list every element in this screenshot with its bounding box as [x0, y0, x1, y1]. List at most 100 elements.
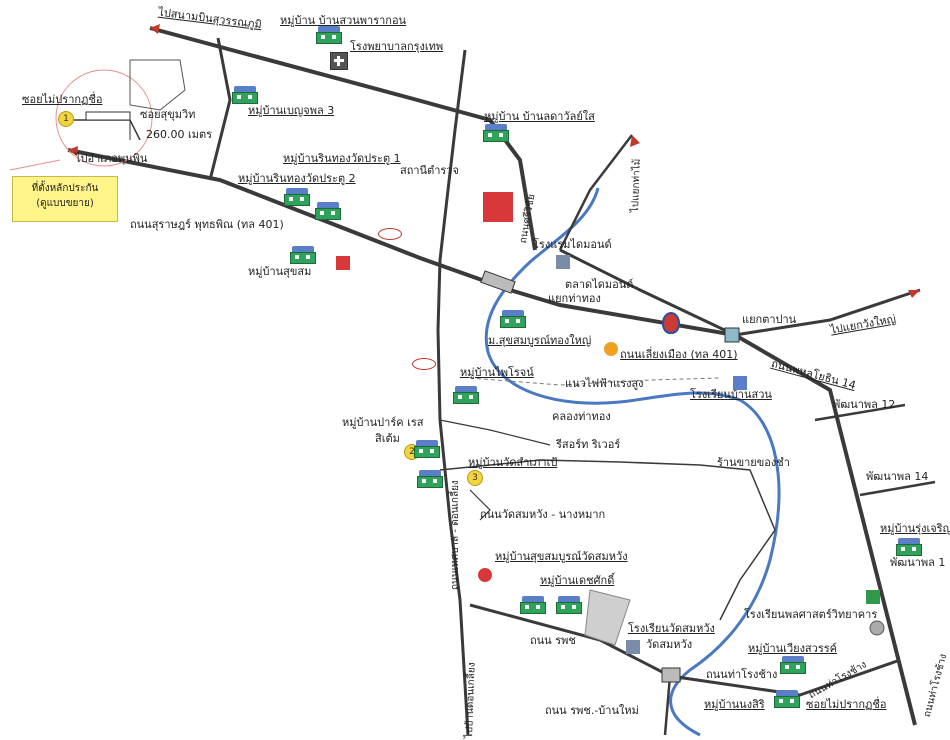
zoom-circle: [55, 69, 153, 167]
label-distance: 260.00 เมตร: [146, 128, 213, 141]
label-market: ตลาดไดมอนด์: [565, 278, 634, 291]
label-hospital-thayai: ม.สุขสมบูรณ์ทองใหญ่: [488, 334, 592, 347]
road-tha-khong-north: [558, 134, 633, 251]
label-road-rpc-ban-mai: ถนน รพช.-บ้านใหม่: [545, 704, 639, 717]
label-village-wiangsuan: หมู่บ้านเวียงสวรรค์: [748, 642, 837, 655]
label-to-tha-chang: ไปแยกท่าไม้: [629, 158, 643, 213]
village-icon: [500, 310, 526, 328]
label-police-station: สถานีตำรวจ: [400, 164, 459, 177]
label-phatthana-14: พัฒนาพล 14: [866, 470, 929, 483]
label-village-rungcharoen: หมู่บ้านรุ่งเจริญ: [880, 522, 950, 535]
village-icon: [290, 246, 316, 264]
label-bottom-vert: ไปบ้านดอนเกลี้ยง: [463, 662, 478, 739]
label-road-bottom: ถนน รพช: [530, 634, 576, 647]
label-village-park: หมู่บ้านปาร์ค เรส: [342, 416, 424, 429]
parcel-rail: [85, 111, 131, 121]
label-village-wat-samrong: หมู่บ้านวัดสำเภาเป้: [468, 456, 558, 469]
label-school-bansuan: โรงเรียนบ้านสวน: [690, 388, 772, 401]
legend-text: ที่ตั้งหลักประกัน (ดูแบบขยาย): [31, 183, 99, 209]
road-thin-2: [469, 489, 491, 521]
hotel-building-icon: [556, 255, 570, 269]
label-road-laeng: ถนนเลี่ยงเมือง (ทล 401): [620, 348, 738, 361]
marker-number: 3: [472, 473, 478, 483]
label-soi-unnamed-bottom: ซอยไม่ปรากฏชื่อ: [806, 698, 887, 711]
village-icon: [774, 690, 800, 708]
marker-number: 1: [63, 114, 69, 124]
village-icon: [556, 596, 582, 614]
label-village-rin-1: หมู่บ้านรินทองวัดประตู 1: [283, 152, 401, 165]
label-village-sukkhasem: หมู่บ้านสุขสม: [248, 265, 312, 278]
label-road-surat: ถนนสุราษฎร์ พุทธพิณ (ทล 401): [130, 218, 284, 231]
label-shop: ร้านขายของชำ: [717, 456, 790, 469]
esso-logo-icon: [412, 358, 436, 370]
collateral-marker-3[interactable]: 3: [467, 470, 483, 486]
label-school-wat-samrong: โรงเรียนวัดสมหวัง: [628, 622, 715, 635]
school-icon: [733, 376, 747, 390]
river: [484, 187, 781, 737]
village-icon: [417, 470, 443, 488]
label-intersection: แยกท่าทอง: [548, 292, 601, 305]
intersection-south: [661, 667, 681, 683]
arrow-west: [68, 146, 78, 156]
village-icon: [414, 440, 440, 458]
intersection-tha-khong: [480, 270, 516, 294]
label-power-line: แนวไฟฟ้าแรงสูง: [565, 377, 644, 390]
school-building: [584, 589, 631, 646]
label-village-nongchai: หมู่บ้านไพโรจน์: [460, 366, 534, 379]
hotel-red-icon: [336, 256, 350, 270]
village-icon: [232, 86, 258, 104]
village-icon: [284, 188, 310, 206]
label-road-wat: ถนนวัดสมหวัง - นางหมาก: [480, 508, 606, 521]
label-school-tham: โรงเรียนพลศาสตร์วิทยาคาร: [744, 608, 878, 621]
label-village-benjapol: หมู่บ้านเบญจพล 3: [248, 104, 335, 117]
arrow-north-west: [150, 24, 160, 34]
label-village-suan-phayu: หมู่บ้าน บ้านสวนพารากอน: [280, 14, 407, 27]
village-icon: [483, 124, 509, 142]
road-phahol-12: [814, 403, 906, 422]
label-village-dechsak: หมู่บ้านเดชศักดิ์: [540, 574, 615, 587]
road-connector-west: [208, 37, 232, 181]
label-phatthana-bottom: พัฒนาพล 1: [890, 556, 946, 569]
zoom-leader: [9, 159, 61, 171]
red-dot-icon: [478, 568, 492, 582]
marker-number: 2: [409, 447, 415, 457]
legend-box: ที่ตั้งหลักประกัน (ดูแบบขยาย): [12, 176, 118, 222]
label-road-bottom2: ถนนท่าโรงช้าง: [706, 668, 778, 681]
lotus-store-logo-icon: [483, 192, 513, 222]
label-hotel: โรงแรมไดมอนด์: [533, 238, 612, 251]
village-icon: [780, 656, 806, 674]
label-village-lalin: หมู่บ้าน บ้านลดาวัลย์ใส: [484, 110, 595, 123]
pump-icon: [604, 342, 618, 356]
road-phahol-14: [859, 480, 936, 497]
village-icon: [315, 202, 341, 220]
label-hospital-bangkok: โรงพยาบาลกรุงเทพ: [350, 40, 444, 53]
road-bottom-down: [663, 675, 672, 736]
village-icon: [316, 26, 342, 44]
village-icon: [520, 596, 546, 614]
landmark-circle: [869, 620, 885, 636]
village-icon: [896, 538, 922, 556]
label-to-amphoe: ไปอำเภอพุนพิน: [75, 152, 148, 165]
ptt-gas-station-icon: [662, 312, 680, 334]
label-soi-sukhumvit: ซอยสุขุมวิท: [140, 108, 196, 121]
road-east2: [734, 288, 921, 337]
label-ajarn-pan: แยกตาปาน: [742, 313, 797, 326]
village-icon: [453, 386, 479, 404]
parcel-outline: [129, 59, 186, 111]
intersection-ajarn-pan: [724, 327, 740, 343]
label-road-phatthana: พัฒนาพล 12: [833, 398, 896, 411]
arrow-north-east: [630, 135, 640, 147]
label-village-nongsiri: หมู่บ้านนงสิริ: [704, 698, 765, 711]
collateral-marker-1[interactable]: 1: [58, 111, 74, 127]
label-village-park2: สิเต้ม: [375, 432, 400, 445]
label-soi-unnamed-top: ซอยไม่ปรากฏชื่อ: [22, 93, 103, 106]
road-thin-1: [439, 419, 551, 446]
nissan-logo-icon: [378, 228, 402, 240]
road-north: [149, 26, 537, 251]
label-village-sukson: หมู่บ้านสุขสมบูรณ์วัดสมหวัง: [495, 550, 628, 563]
road-vertical-left: [436, 49, 470, 736]
seven-eleven-icon: [866, 590, 880, 604]
hospital-icon: [330, 52, 348, 70]
label-canal-thatong: คลองท่าทอง: [552, 410, 611, 423]
